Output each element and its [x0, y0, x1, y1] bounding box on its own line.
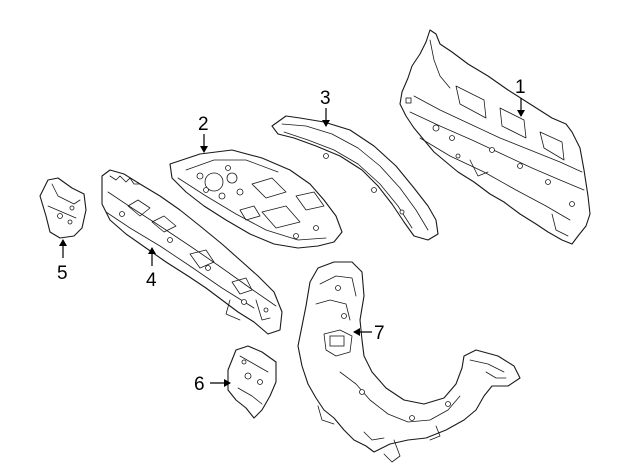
part-4-cross-member[interactable] — [101, 169, 283, 335]
part-2-package-tray[interactable] — [169, 149, 343, 249]
part-1-rear-panel[interactable] — [399, 29, 591, 245]
part-3-roof-bow[interactable] — [271, 115, 439, 241]
callout-6: 6 — [194, 374, 205, 395]
callout-2: 2 — [198, 114, 209, 135]
callout-labels: 1 2 3 4 5 6 7 — [57, 77, 526, 395]
callout-7: 7 — [374, 323, 385, 344]
leader-lines — [59, 98, 525, 387]
callout-3: 3 — [320, 88, 331, 109]
part-7-wheelhouse-frame[interactable] — [297, 261, 521, 463]
callout-4: 4 — [146, 270, 157, 291]
callout-5: 5 — [57, 263, 68, 284]
callout-1: 1 — [515, 77, 526, 98]
part-6-plate[interactable] — [227, 345, 277, 419]
part-5-bracket[interactable] — [39, 177, 87, 239]
